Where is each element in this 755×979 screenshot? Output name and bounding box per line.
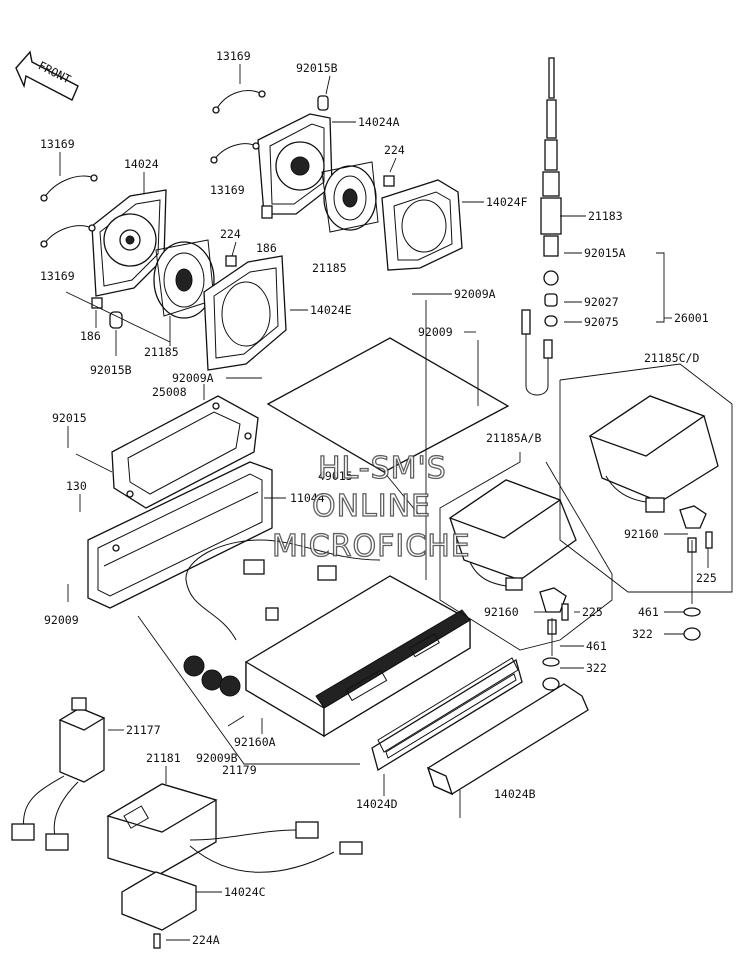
mat-panel [266, 337, 510, 517]
label-225: 225 [582, 605, 603, 619]
label-13169: 13169 [210, 183, 245, 197]
label-21181: 21181 [146, 751, 181, 765]
speaker-21185CD [588, 395, 719, 529]
label-25008: 25008 [152, 385, 187, 399]
label-322: 322 [632, 627, 653, 641]
watermark-line-2: ONLINE [312, 489, 431, 524]
speaker-grille-14024F [381, 179, 463, 271]
speaker-assembly-left [40, 174, 237, 329]
bracket-11044 [87, 461, 273, 609]
label-49015: 49015 [318, 469, 353, 483]
label-13169: 13169 [216, 49, 251, 63]
label-21177: 21177 [126, 723, 161, 737]
antenna-21183 [540, 57, 562, 327]
radio-unit [183, 539, 471, 738]
label-11044: 11044 [290, 491, 325, 505]
front-arrow-icon: FRONT [15, 50, 79, 101]
label-14024C: 14024C [224, 885, 266, 899]
label-26001: 26001 [674, 311, 709, 325]
label-322: 322 [586, 661, 607, 675]
watermark-line-1: HL-SM'S [318, 451, 447, 486]
label-14024A: 14024A [358, 115, 400, 129]
label-14024B: 14024B [494, 787, 536, 801]
label-92015A: 92015A [584, 246, 626, 260]
label-224: 224 [384, 143, 405, 157]
label-92015B: 92015B [90, 363, 132, 377]
label-186: 186 [256, 241, 277, 255]
label-13169: 13169 [40, 137, 75, 151]
label-224: 224 [220, 227, 241, 241]
label-21185A-B: 21185A/B [486, 431, 541, 445]
label-92009: 92009 [44, 613, 79, 627]
label-14024: 14024 [124, 157, 159, 171]
label-13169: 13169 [40, 269, 75, 283]
part-labels: 13169 92015B 14024A 13169 14024 224 1316… [40, 49, 717, 947]
amplifier-21181 [106, 783, 363, 875]
speaker-assembly-center [210, 90, 395, 233]
label-92160A: 92160A [234, 735, 276, 749]
label-92009: 92009 [418, 325, 453, 339]
label-21183: 21183 [588, 209, 623, 223]
label-92027: 92027 [584, 295, 619, 309]
label-186: 186 [80, 329, 101, 343]
label-14024E: 14024E [310, 303, 352, 317]
label-14024F: 14024F [486, 195, 528, 209]
label-92015: 92015 [52, 411, 87, 425]
washers-nuts [542, 531, 713, 691]
label-92015B: 92015B [296, 61, 338, 75]
label-224A: 224A [192, 933, 220, 947]
label-92009A: 92009A [454, 287, 496, 301]
label-21185: 21185 [144, 345, 179, 359]
label-461: 461 [638, 605, 659, 619]
label-92075: 92075 [584, 315, 619, 329]
leader-lines [59, 64, 733, 941]
label-21179: 21179 [222, 763, 257, 777]
label-225: 225 [696, 571, 717, 585]
watermark-line-3: MICROFICHE [272, 529, 471, 564]
watermark: HL-SM'S ONLINE MICROFICHE [271, 450, 471, 564]
label-21185: 21185 [312, 261, 347, 275]
face-plate-14024D [371, 657, 523, 772]
switch-21177 [11, 697, 106, 851]
label-92160: 92160 [484, 605, 519, 619]
label-130: 130 [66, 479, 87, 493]
label-21185C-D: 21185C/D [644, 351, 699, 365]
label-14024D: 14024D [356, 797, 398, 811]
speaker-21185AB [448, 479, 577, 613]
cover-14024C [121, 871, 197, 949]
speaker-grille-14024E [203, 255, 287, 371]
label-92160: 92160 [624, 527, 659, 541]
label-92009A: 92009A [172, 371, 214, 385]
label-92009B: 92009B [196, 751, 238, 765]
antenna-cable [521, 309, 553, 396]
label-461: 461 [586, 639, 607, 653]
cover-14024B [426, 683, 589, 796]
bracket-25008 [111, 395, 259, 509]
